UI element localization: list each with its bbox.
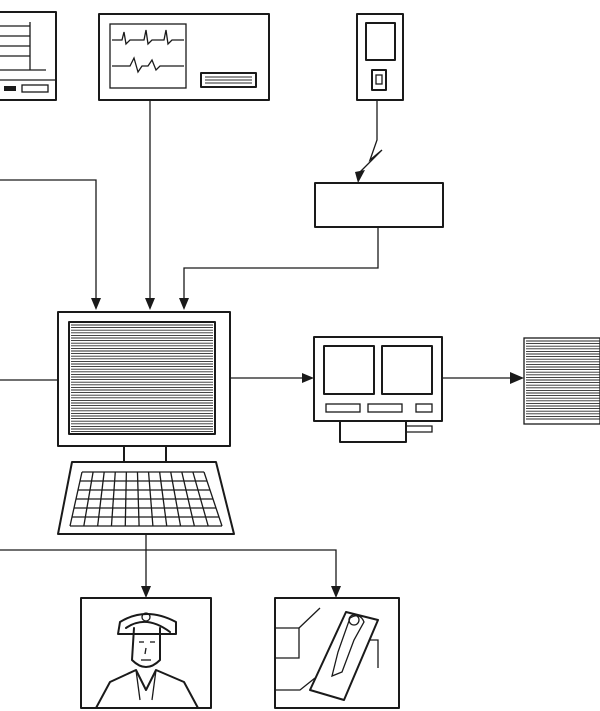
patient-scan-image [274, 597, 400, 709]
receiver-box [314, 182, 444, 228]
handheld-device [356, 13, 404, 101]
operator-portrait [80, 597, 212, 709]
left-device-unit [0, 11, 57, 101]
connector-receiver [183, 227, 379, 300]
connectors [0, 100, 514, 588]
connector-left-device [0, 179, 97, 300]
imaging-console [313, 336, 443, 443]
waveform-monitor [98, 13, 270, 101]
arrowheads [91, 170, 524, 598]
connector-wireless [359, 100, 383, 173]
central-computer [57, 311, 231, 463]
printed-output [523, 337, 600, 425]
connector-bottom-bus [0, 549, 337, 588]
keyboard [57, 461, 235, 535]
